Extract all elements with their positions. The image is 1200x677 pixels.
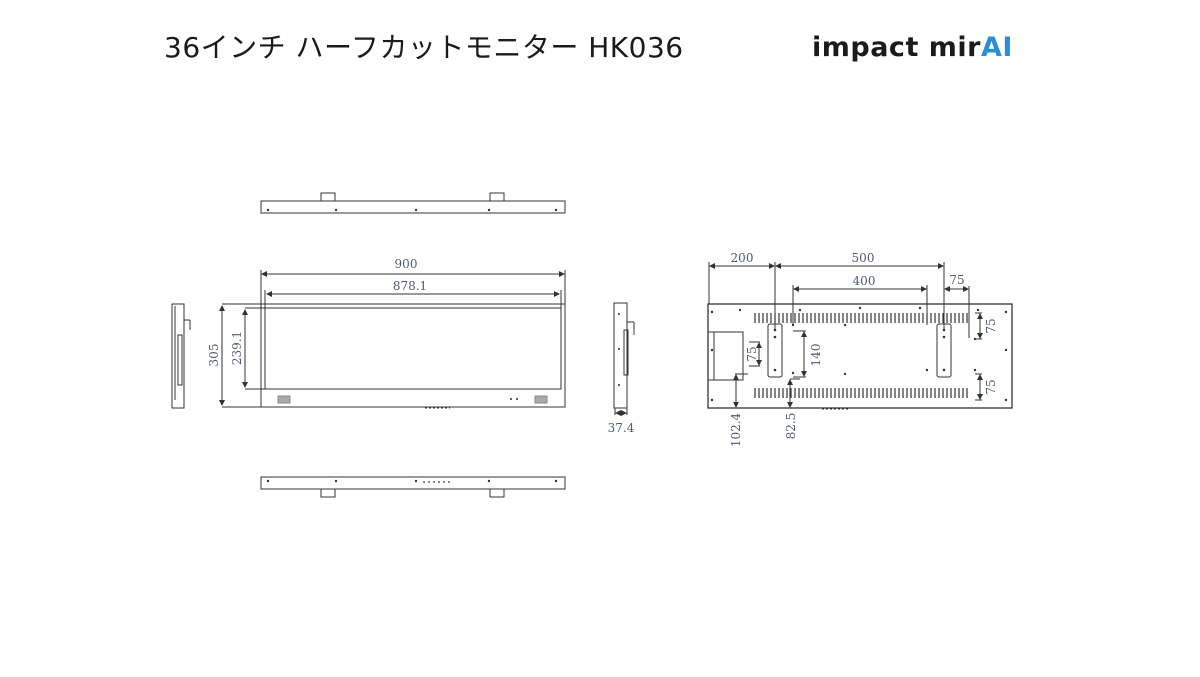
dim-left-offset: 200 [731, 251, 754, 265]
page-title: 36インチ ハーフカットモニター HK036 [164, 31, 684, 64]
dim-vesa-vertical: 140 [809, 344, 823, 367]
left-side-view [171, 303, 191, 409]
dim-vesa-horizontal: 400 [853, 274, 876, 288]
dim-bottom-offset-left: 102.4 [729, 412, 743, 447]
right-side-view [613, 302, 635, 416]
logo-accent-text: AI [980, 32, 1013, 63]
dim-height-inner: 239.1 [230, 331, 244, 365]
bottom-view [260, 476, 566, 498]
dim-hole-spacing-top-right: 75 [984, 318, 998, 333]
dim-width-inner: 878.1 [393, 279, 427, 293]
dim-depth: 37.4 [608, 421, 635, 435]
dim-hole-spacing-left: 75 [745, 346, 759, 361]
top-view [260, 192, 566, 214]
dim-hole-spacing-bottom-right: 75 [984, 379, 998, 394]
logo-main-text: impact mir [812, 32, 981, 63]
brand-logo: impact mirAI [812, 32, 1013, 63]
dim-height-outer: 305 [207, 344, 221, 367]
dim-bracket-spacing: 500 [852, 251, 875, 265]
dim-bottom-offset-vesa: 82.5 [784, 413, 798, 440]
dim-width-outer: 900 [395, 257, 418, 271]
dim-right-gap: 75 [949, 273, 964, 287]
rear-view [707, 262, 1013, 410]
front-view [219, 270, 566, 409]
